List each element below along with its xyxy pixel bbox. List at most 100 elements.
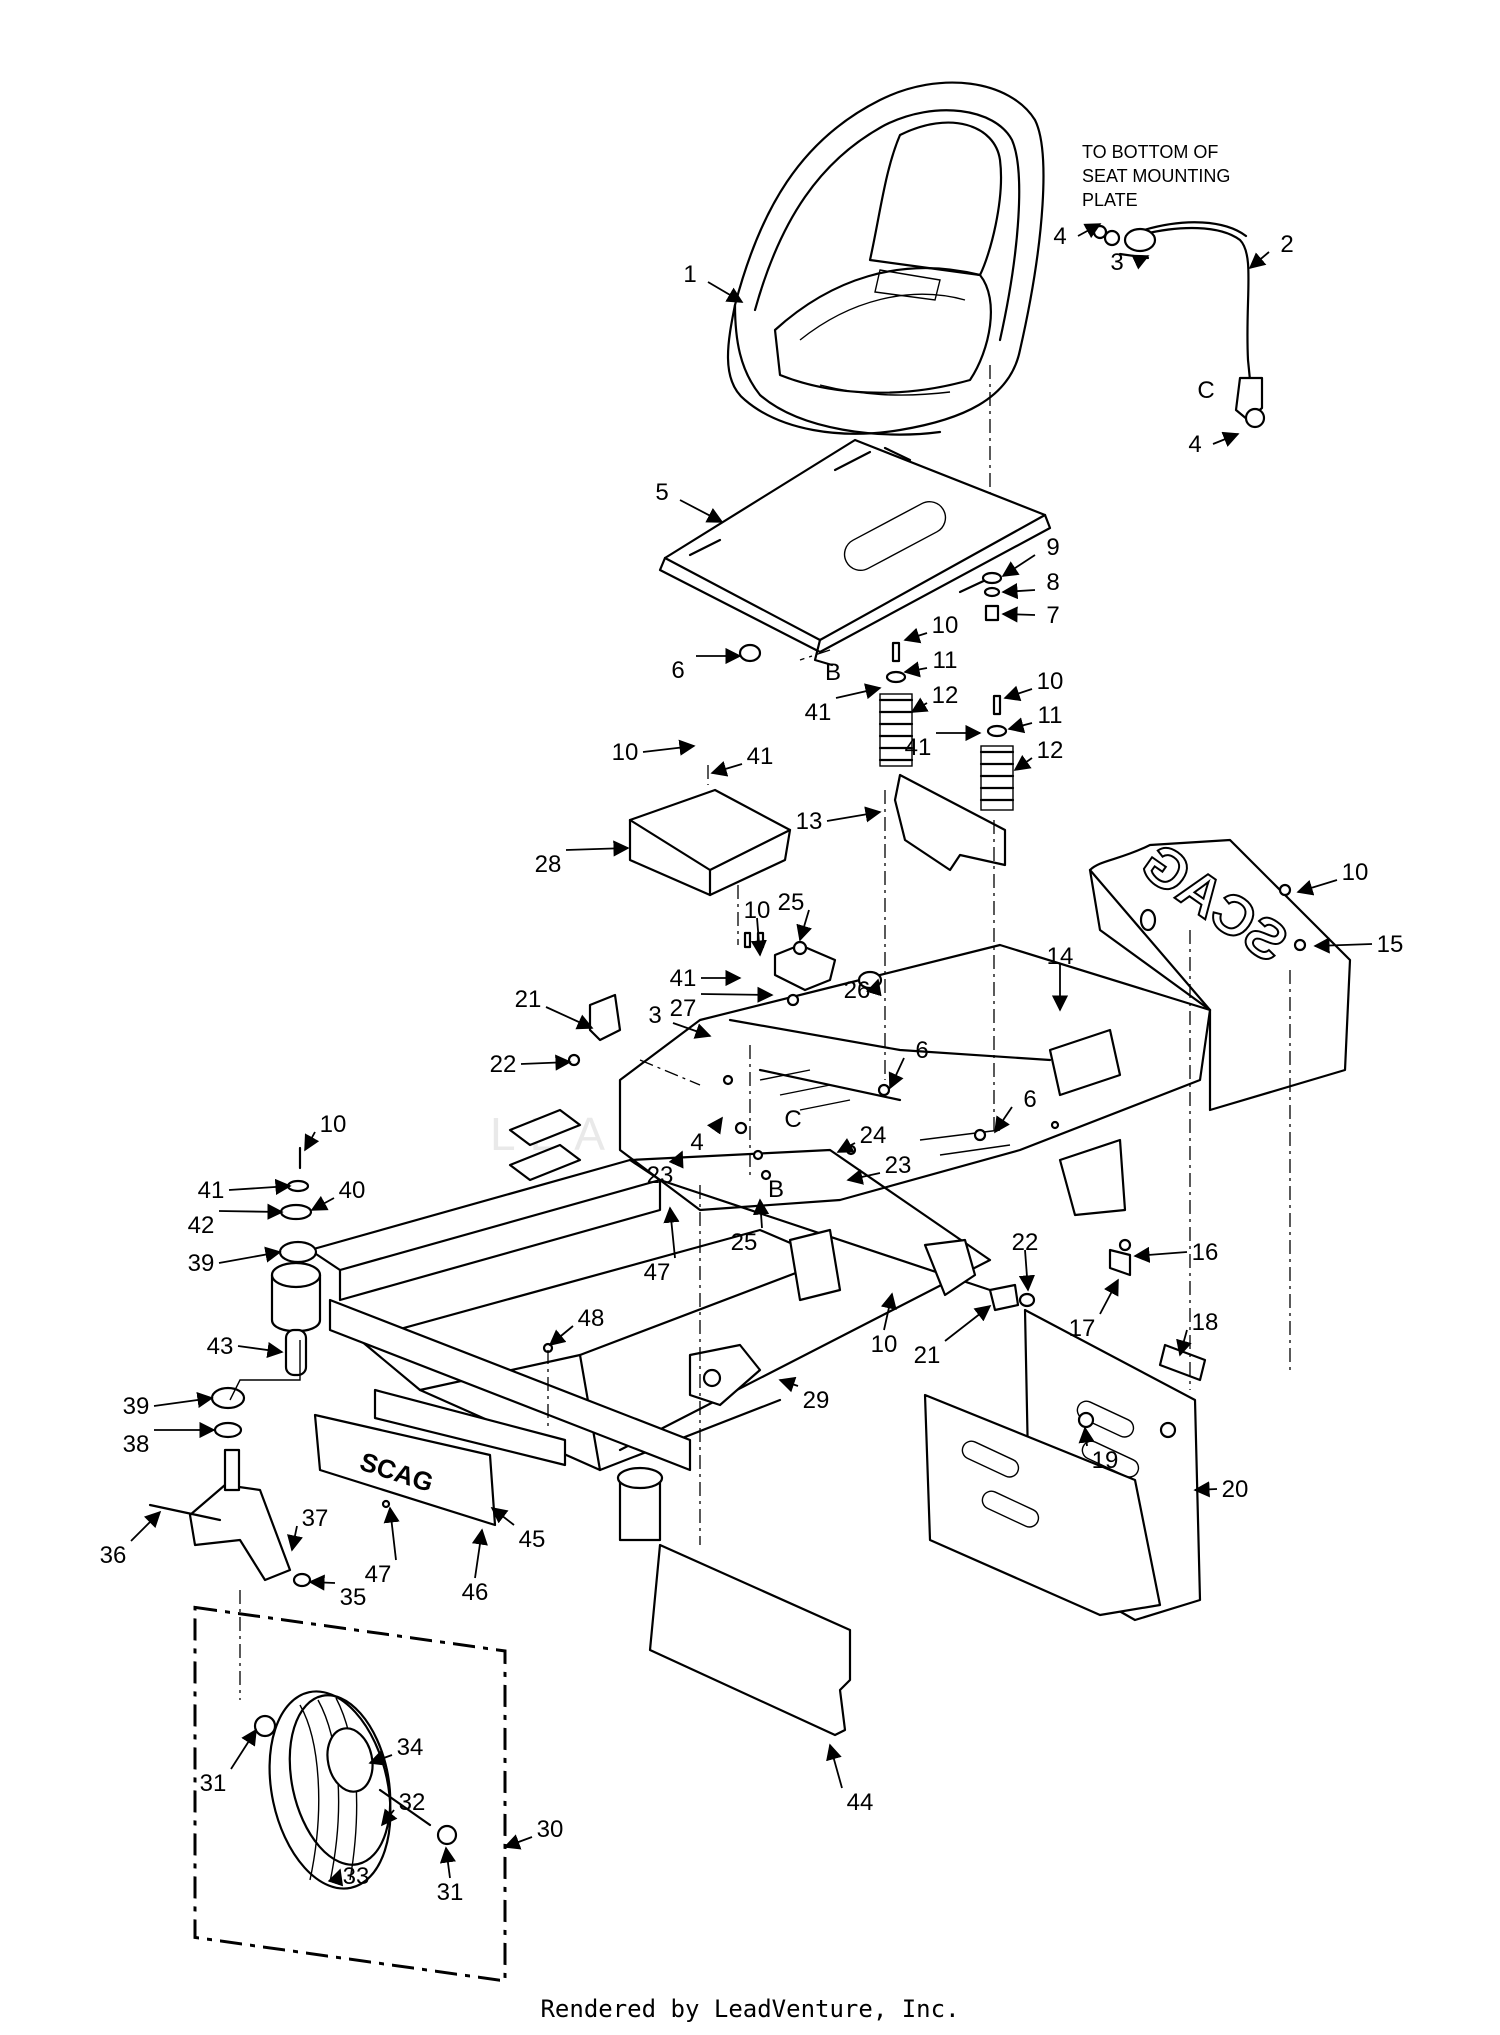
callout-leader-c34 <box>368 1750 393 1766</box>
callout-label-c4a: 4 <box>1053 223 1066 250</box>
callout-leader-c30 <box>503 1834 533 1850</box>
callout-leader-c31a <box>230 1728 257 1770</box>
callout-leader-c16 <box>1133 1246 1188 1263</box>
callout-label-c36: 36 <box>100 1542 127 1569</box>
callout-leader-c46 <box>471 1528 488 1579</box>
callout-label-c37: 37 <box>302 1505 329 1532</box>
callout-leader-c47b <box>383 1506 400 1561</box>
callout-label-c10d: 10 <box>1342 859 1369 886</box>
seat-mounting-plate <box>658 438 1052 667</box>
callout-label-c27: 27 <box>670 995 697 1022</box>
callout-label-c6a: 6 <box>671 657 684 684</box>
callout-label-c33: 33 <box>343 1863 370 1890</box>
callout-label-c12b: 12 <box>1037 737 1064 764</box>
callout-leader-c33 <box>327 1868 344 1887</box>
callout-leader-c21b <box>944 1305 992 1342</box>
callout-label-c41a: 41 <box>805 699 832 726</box>
callout-leader-c17 <box>1099 1278 1119 1315</box>
callout-leader-c45 <box>490 1507 515 1526</box>
callout-label-c48: 48 <box>578 1305 605 1332</box>
callout-label-c22a: 22 <box>490 1051 517 1078</box>
callout-label-c41b: 41 <box>905 734 932 761</box>
callout-label-c3a: 3 <box>1110 249 1123 276</box>
callout-leader-c10b <box>1003 685 1033 702</box>
callout-label-c11b: 11 <box>1038 702 1063 729</box>
callout-label-c34: 34 <box>397 1734 424 1761</box>
callout-label-c15: 15 <box>1377 931 1404 958</box>
callout-leader-c3a <box>1131 254 1150 270</box>
callout-label-c4c: 4 <box>690 1129 703 1156</box>
callout-label-c4b: 4 <box>1188 431 1201 458</box>
callout-label-c35: 35 <box>340 1584 367 1611</box>
callout-label-c23b: 23 <box>885 1152 912 1179</box>
callout-label-c10b: 10 <box>1037 668 1064 695</box>
caster-assembly <box>148 1146 322 1588</box>
callout-label-c20: 20 <box>1222 1476 1249 1503</box>
callout-leader-c10d <box>1296 879 1338 896</box>
callout-label-c45: 45 <box>519 1526 546 1553</box>
callout-leader-c35 <box>308 1574 336 1591</box>
callout-leader-c22b <box>1018 1249 1035 1292</box>
callout-label-c2: 2 <box>1280 231 1293 258</box>
callout-label-c47b: 47 <box>365 1561 392 1588</box>
callout-leader-c44 <box>826 1743 843 1789</box>
callout-leader-c40 <box>310 1195 335 1211</box>
callout-label-c25b: 25 <box>731 1229 758 1256</box>
spring-assembly-right <box>979 694 1015 811</box>
callout-label-c9: 9 <box>1046 534 1059 561</box>
callout-label-c3b: 3 <box>648 1002 661 1029</box>
footer-credit: Rendered by LeadVenture, Inc. <box>540 1995 960 2023</box>
callout-label-c14: 14 <box>1047 943 1074 970</box>
callout-leader-c36 <box>130 1510 162 1542</box>
callout-leader-c7 <box>1001 606 1036 623</box>
callout-leader-c19 <box>1078 1426 1095 1447</box>
callout-leader-c6b <box>888 1057 905 1090</box>
callout-leader-c13 <box>826 806 882 823</box>
callout-leader-c48 <box>548 1325 574 1347</box>
storage-tray <box>628 788 792 897</box>
callout-leader-c39b <box>153 1391 214 1409</box>
callout-leader-c25b <box>752 1198 770 1229</box>
callout-leader-c21a <box>545 1006 594 1030</box>
callout-leader-c28 <box>565 840 630 857</box>
callout-label-c42: 42 <box>188 1212 215 1239</box>
callout-label-c19: 19 <box>1092 1447 1119 1474</box>
callout-leader-c15 <box>1313 937 1373 954</box>
callout-leader-c47a <box>663 1206 680 1259</box>
callout-label-c8: 8 <box>1046 569 1059 596</box>
callout-label-c40: 40 <box>339 1177 366 1204</box>
callout-leader-c10f <box>304 1131 320 1152</box>
callout-leader-c22a <box>520 1054 572 1071</box>
callout-label-cC1: C <box>1197 377 1214 404</box>
callout-label-c41d: 41 <box>670 965 697 992</box>
callout-label-c22b: 22 <box>1012 1229 1039 1256</box>
callout-label-c39b: 39 <box>123 1393 150 1420</box>
callout-label-c12a: 12 <box>932 682 959 709</box>
callout-label-c41e: 41 <box>198 1177 225 1204</box>
callout-leader-c32 <box>380 1808 398 1827</box>
callout-label-c31a: 31 <box>200 1770 227 1797</box>
callout-label-c26: 26 <box>844 977 871 1004</box>
callout-label-c6c: 6 <box>1023 1086 1036 1113</box>
callout-label-cC2: C <box>784 1106 801 1133</box>
callout-leader-c37 <box>287 1525 303 1552</box>
callout-label-c10e: 10 <box>744 897 771 924</box>
callout-label-c24: 24 <box>860 1122 887 1149</box>
callout-label-c10c: 10 <box>612 739 639 766</box>
callout-label-c47a: 47 <box>644 1259 671 1286</box>
callout-label-c17: 17 <box>1069 1315 1096 1342</box>
callout-leader-c20 <box>1193 1481 1218 1498</box>
callout-leader-c43 <box>237 1342 284 1359</box>
front-bumper: SCAG <box>313 1388 567 1527</box>
under-cover-plate <box>648 1543 852 1737</box>
callout-label-c10g: 10 <box>871 1331 898 1358</box>
callout-leader-c9 <box>1001 554 1036 577</box>
callout-leader-c41a <box>835 683 882 700</box>
callout-leader-c8 <box>1001 583 1036 600</box>
callout-label-c7: 7 <box>1046 602 1059 629</box>
callout-leader-c1 <box>707 281 744 303</box>
callout-leader-c41e <box>228 1178 292 1196</box>
note-line-3: PLATE <box>1082 190 1138 210</box>
callout-label-c41c: 41 <box>747 743 774 770</box>
